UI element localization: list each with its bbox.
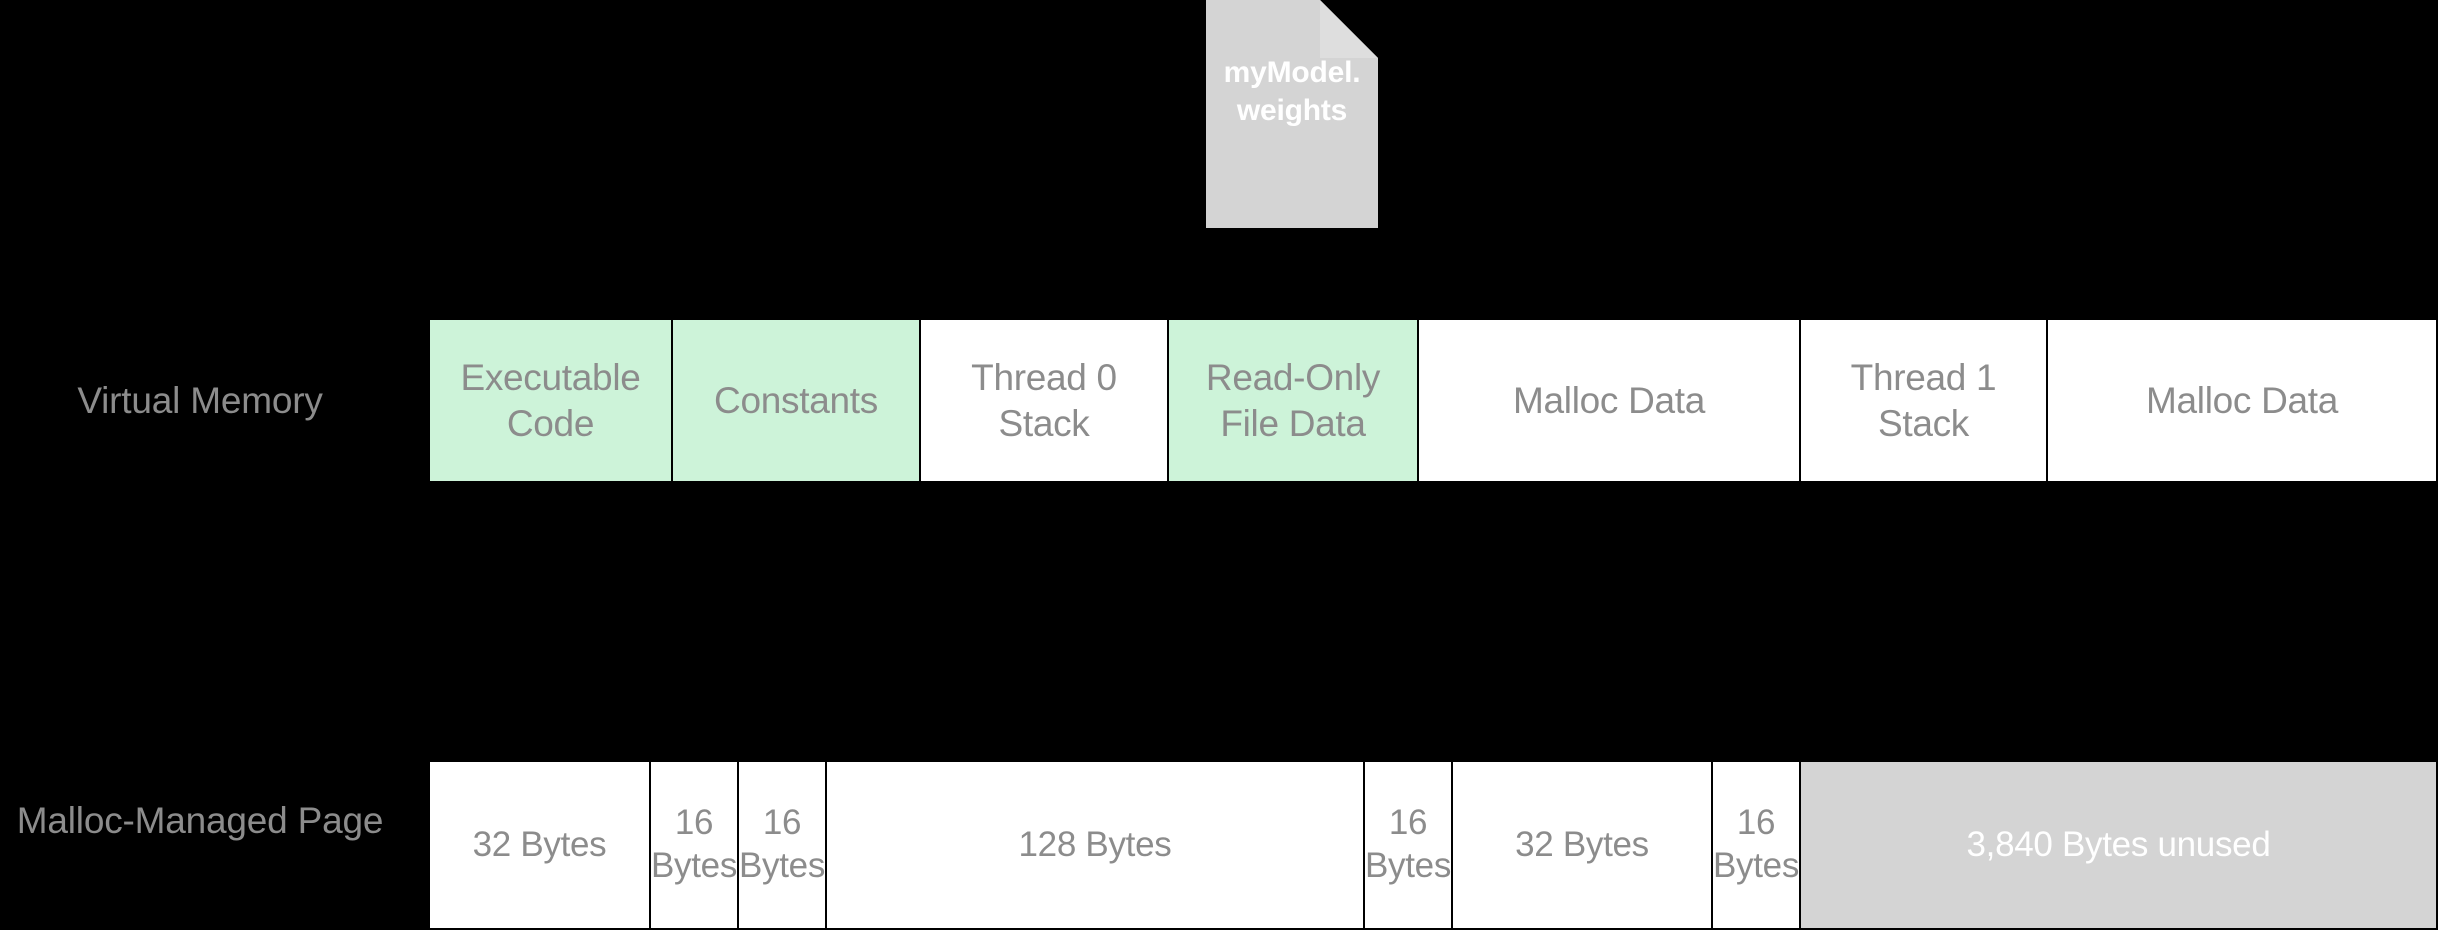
malloc-block-32-bytes-1-label: 32 Bytes bbox=[472, 824, 607, 864]
file-icon-label: myModel. weights bbox=[1223, 56, 1361, 127]
vm-segment-malloc-data-1-label: Malloc Data bbox=[1512, 379, 1706, 421]
malloc-block-unused-label: 3,840 Bytes unused bbox=[1966, 824, 2271, 864]
vm-segment-malloc-data-2-label: Malloc Data bbox=[2145, 379, 2339, 421]
vm-segment-thread-0-stack-label: Thread 0 Stack bbox=[971, 357, 1117, 444]
vm-segment-constants-label: Constants bbox=[714, 379, 878, 421]
my-model-weights-file-icon: myModel. weights bbox=[1206, 0, 1378, 228]
malloc-block-16-bytes-1-label: 16 Bytes bbox=[650, 803, 738, 885]
malloc-block-128-bytes[interactable]: 128 Bytes bbox=[826, 760, 1364, 930]
malloc-managed-page-row-label: Malloc-Managed Page bbox=[16, 800, 384, 841]
malloc-block-16-bytes-2[interactable]: 16 Bytes bbox=[738, 760, 826, 930]
vm-segment-thread-1-stack-label: Thread 1 Stack bbox=[1850, 357, 1997, 444]
malloc-block-32-bytes-2[interactable]: 32 Bytes bbox=[1452, 760, 1712, 930]
malloc-block-16-bytes-2-label: 16 Bytes bbox=[738, 803, 826, 885]
vm-segment-thread-1-stack[interactable]: Thread 1 Stack bbox=[1800, 318, 2047, 483]
vm-segment-executable-code[interactable]: Executable Code bbox=[428, 318, 672, 483]
vm-segment-malloc-data-2[interactable]: Malloc Data bbox=[2047, 318, 2438, 483]
vm-segment-malloc-data-1[interactable]: Malloc Data bbox=[1418, 318, 1800, 483]
vm-segment-read-only-file-data-label: Read-Only File Data bbox=[1205, 357, 1381, 444]
malloc-block-16-bytes-3[interactable]: 16 Bytes bbox=[1364, 760, 1452, 930]
document-page-shape bbox=[1206, 0, 1378, 228]
malloc-block-16-bytes-1[interactable]: 16 Bytes bbox=[650, 760, 738, 930]
malloc-managed-page-blocks-row: 32 Bytes 16 Bytes 16 Bytes 128 Bytes 16 … bbox=[428, 760, 2438, 930]
vm-segment-executable-code-label: Executable Code bbox=[460, 357, 641, 444]
malloc-block-128-bytes-label: 128 Bytes bbox=[1018, 824, 1172, 864]
vm-segment-constants[interactable]: Constants bbox=[672, 318, 920, 483]
malloc-block-16-bytes-4-label: 16 Bytes bbox=[1712, 803, 1800, 885]
virtual-memory-row-label: Virtual Memory bbox=[77, 380, 323, 421]
vm-segment-thread-0-stack[interactable]: Thread 0 Stack bbox=[920, 318, 1168, 483]
vm-segment-read-only-file-data[interactable]: Read-Only File Data bbox=[1168, 318, 1418, 483]
malloc-block-16-bytes-4[interactable]: 16 Bytes bbox=[1712, 760, 1800, 930]
malloc-block-32-bytes-2-label: 32 Bytes bbox=[1515, 824, 1649, 864]
virtual-memory-segments-row: Executable Code Constants Thread 0 Stack… bbox=[428, 318, 2438, 483]
malloc-block-unused[interactable]: 3,840 Bytes unused bbox=[1800, 760, 2438, 930]
malloc-block-16-bytes-3-label: 16 Bytes bbox=[1364, 803, 1452, 885]
malloc-block-32-bytes-1[interactable]: 32 Bytes bbox=[428, 760, 650, 930]
